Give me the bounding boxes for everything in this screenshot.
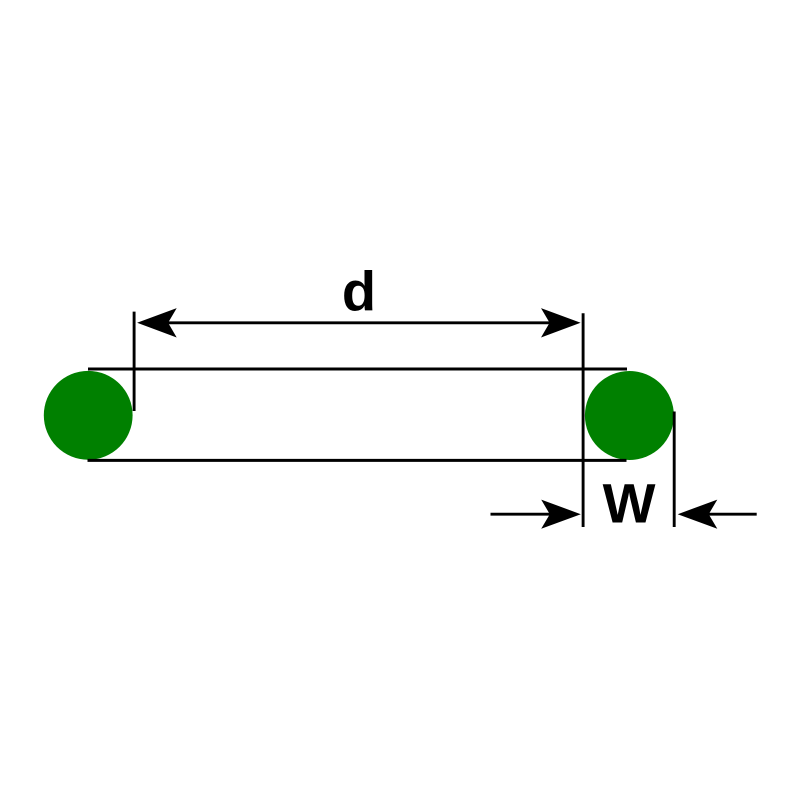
svg-text:W: W <box>603 472 656 535</box>
svg-text:d: d <box>342 260 376 323</box>
